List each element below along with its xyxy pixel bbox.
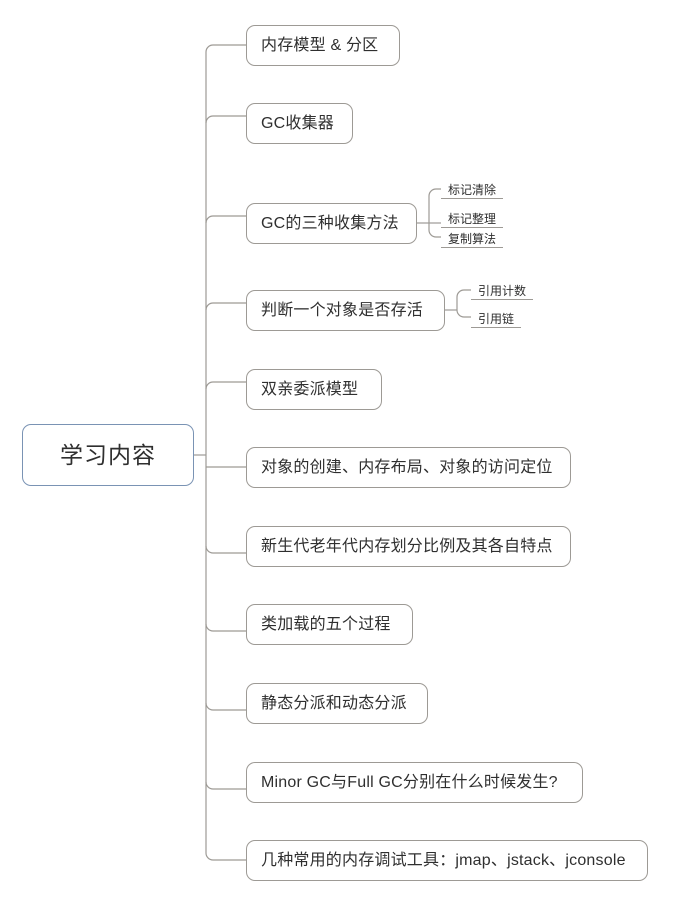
root-node[interactable]: 学习内容 [22, 424, 194, 486]
branch-node-minor-full-gc[interactable]: Minor GC与Full GC分别在什么时候发生? [246, 762, 583, 803]
leaf-node-label: 复制算法 [447, 232, 496, 246]
branch-node-label: Minor GC与Full GC分别在什么时候发生? [261, 773, 558, 791]
branch-node-label: GC的三种收集方法 [261, 214, 399, 232]
connector-branch-5 [205, 381, 246, 390]
connector-branch-2 [205, 115, 246, 124]
connector-sub3-c [428, 223, 441, 238]
branch-node-debug-tools[interactable]: 几种常用的内存调试工具：jmap、jstack、jconsole [246, 840, 648, 881]
branch-node-gc-methods[interactable]: GC的三种收集方法 [246, 203, 417, 244]
leaf-node-mark-sweep[interactable]: 标记清除 [441, 177, 503, 199]
connector-sub4-b [456, 309, 471, 318]
connector-trunk-lower [205, 455, 246, 861]
leaf-node-label: 标记整理 [447, 212, 496, 226]
branch-node-label: 判断一个对象是否存活 [261, 301, 424, 319]
leaf-node-label: 引用计数 [477, 284, 526, 298]
branch-node-class-loading[interactable]: 类加载的五个过程 [246, 604, 413, 645]
connector-branch-9 [205, 702, 246, 711]
connector-branch-8 [205, 623, 246, 632]
root-node-label: 学习内容 [60, 441, 156, 468]
branch-node-object-creation[interactable]: 对象的创建、内存布局、对象的访问定位 [246, 447, 571, 488]
branch-node-label: 新生代老年代内存划分比例及其各自特点 [261, 537, 553, 555]
leaf-node-copying[interactable]: 复制算法 [441, 226, 503, 248]
leaf-node-label: 标记清除 [447, 183, 496, 197]
leaf-node-mark-compact[interactable]: 标记整理 [441, 206, 503, 228]
branch-node-parent-delegation[interactable]: 双亲委派模型 [246, 369, 382, 410]
branch-node-object-alive[interactable]: 判断一个对象是否存活 [246, 290, 445, 331]
connector-sub3-a [428, 188, 441, 223]
branch-node-label: 双亲委派模型 [261, 380, 359, 398]
branch-node-label: GC收集器 [261, 114, 335, 132]
branch-node-dispatch[interactable]: 静态分派和动态分派 [246, 683, 428, 724]
branch-node-gc-collector[interactable]: GC收集器 [246, 103, 353, 144]
branch-node-label: 静态分派和动态分派 [261, 694, 407, 712]
leaf-node-reference-count[interactable]: 引用计数 [471, 278, 533, 300]
branch-node-label: 几种常用的内存调试工具：jmap、jstack、jconsole [261, 851, 626, 869]
connector-branch-7 [205, 545, 246, 554]
connector-branch-3 [205, 215, 246, 224]
branch-node-label: 对象的创建、内存布局、对象的访问定位 [261, 458, 553, 476]
branch-node-memory-model[interactable]: 内存模型 & 分区 [246, 25, 400, 66]
branch-node-label: 类加载的五个过程 [261, 615, 391, 633]
connector-trunk-upper [205, 44, 246, 455]
leaf-node-reference-chain[interactable]: 引用链 [471, 306, 521, 328]
connector-branch-10 [205, 781, 246, 790]
branch-node-label: 内存模型 & 分区 [261, 36, 379, 54]
connector-sub4-a [456, 289, 471, 310]
branch-node-generation-ratio[interactable]: 新生代老年代内存划分比例及其各自特点 [246, 526, 571, 567]
leaf-node-label: 引用链 [477, 312, 514, 326]
connector-branch-4 [205, 302, 246, 311]
